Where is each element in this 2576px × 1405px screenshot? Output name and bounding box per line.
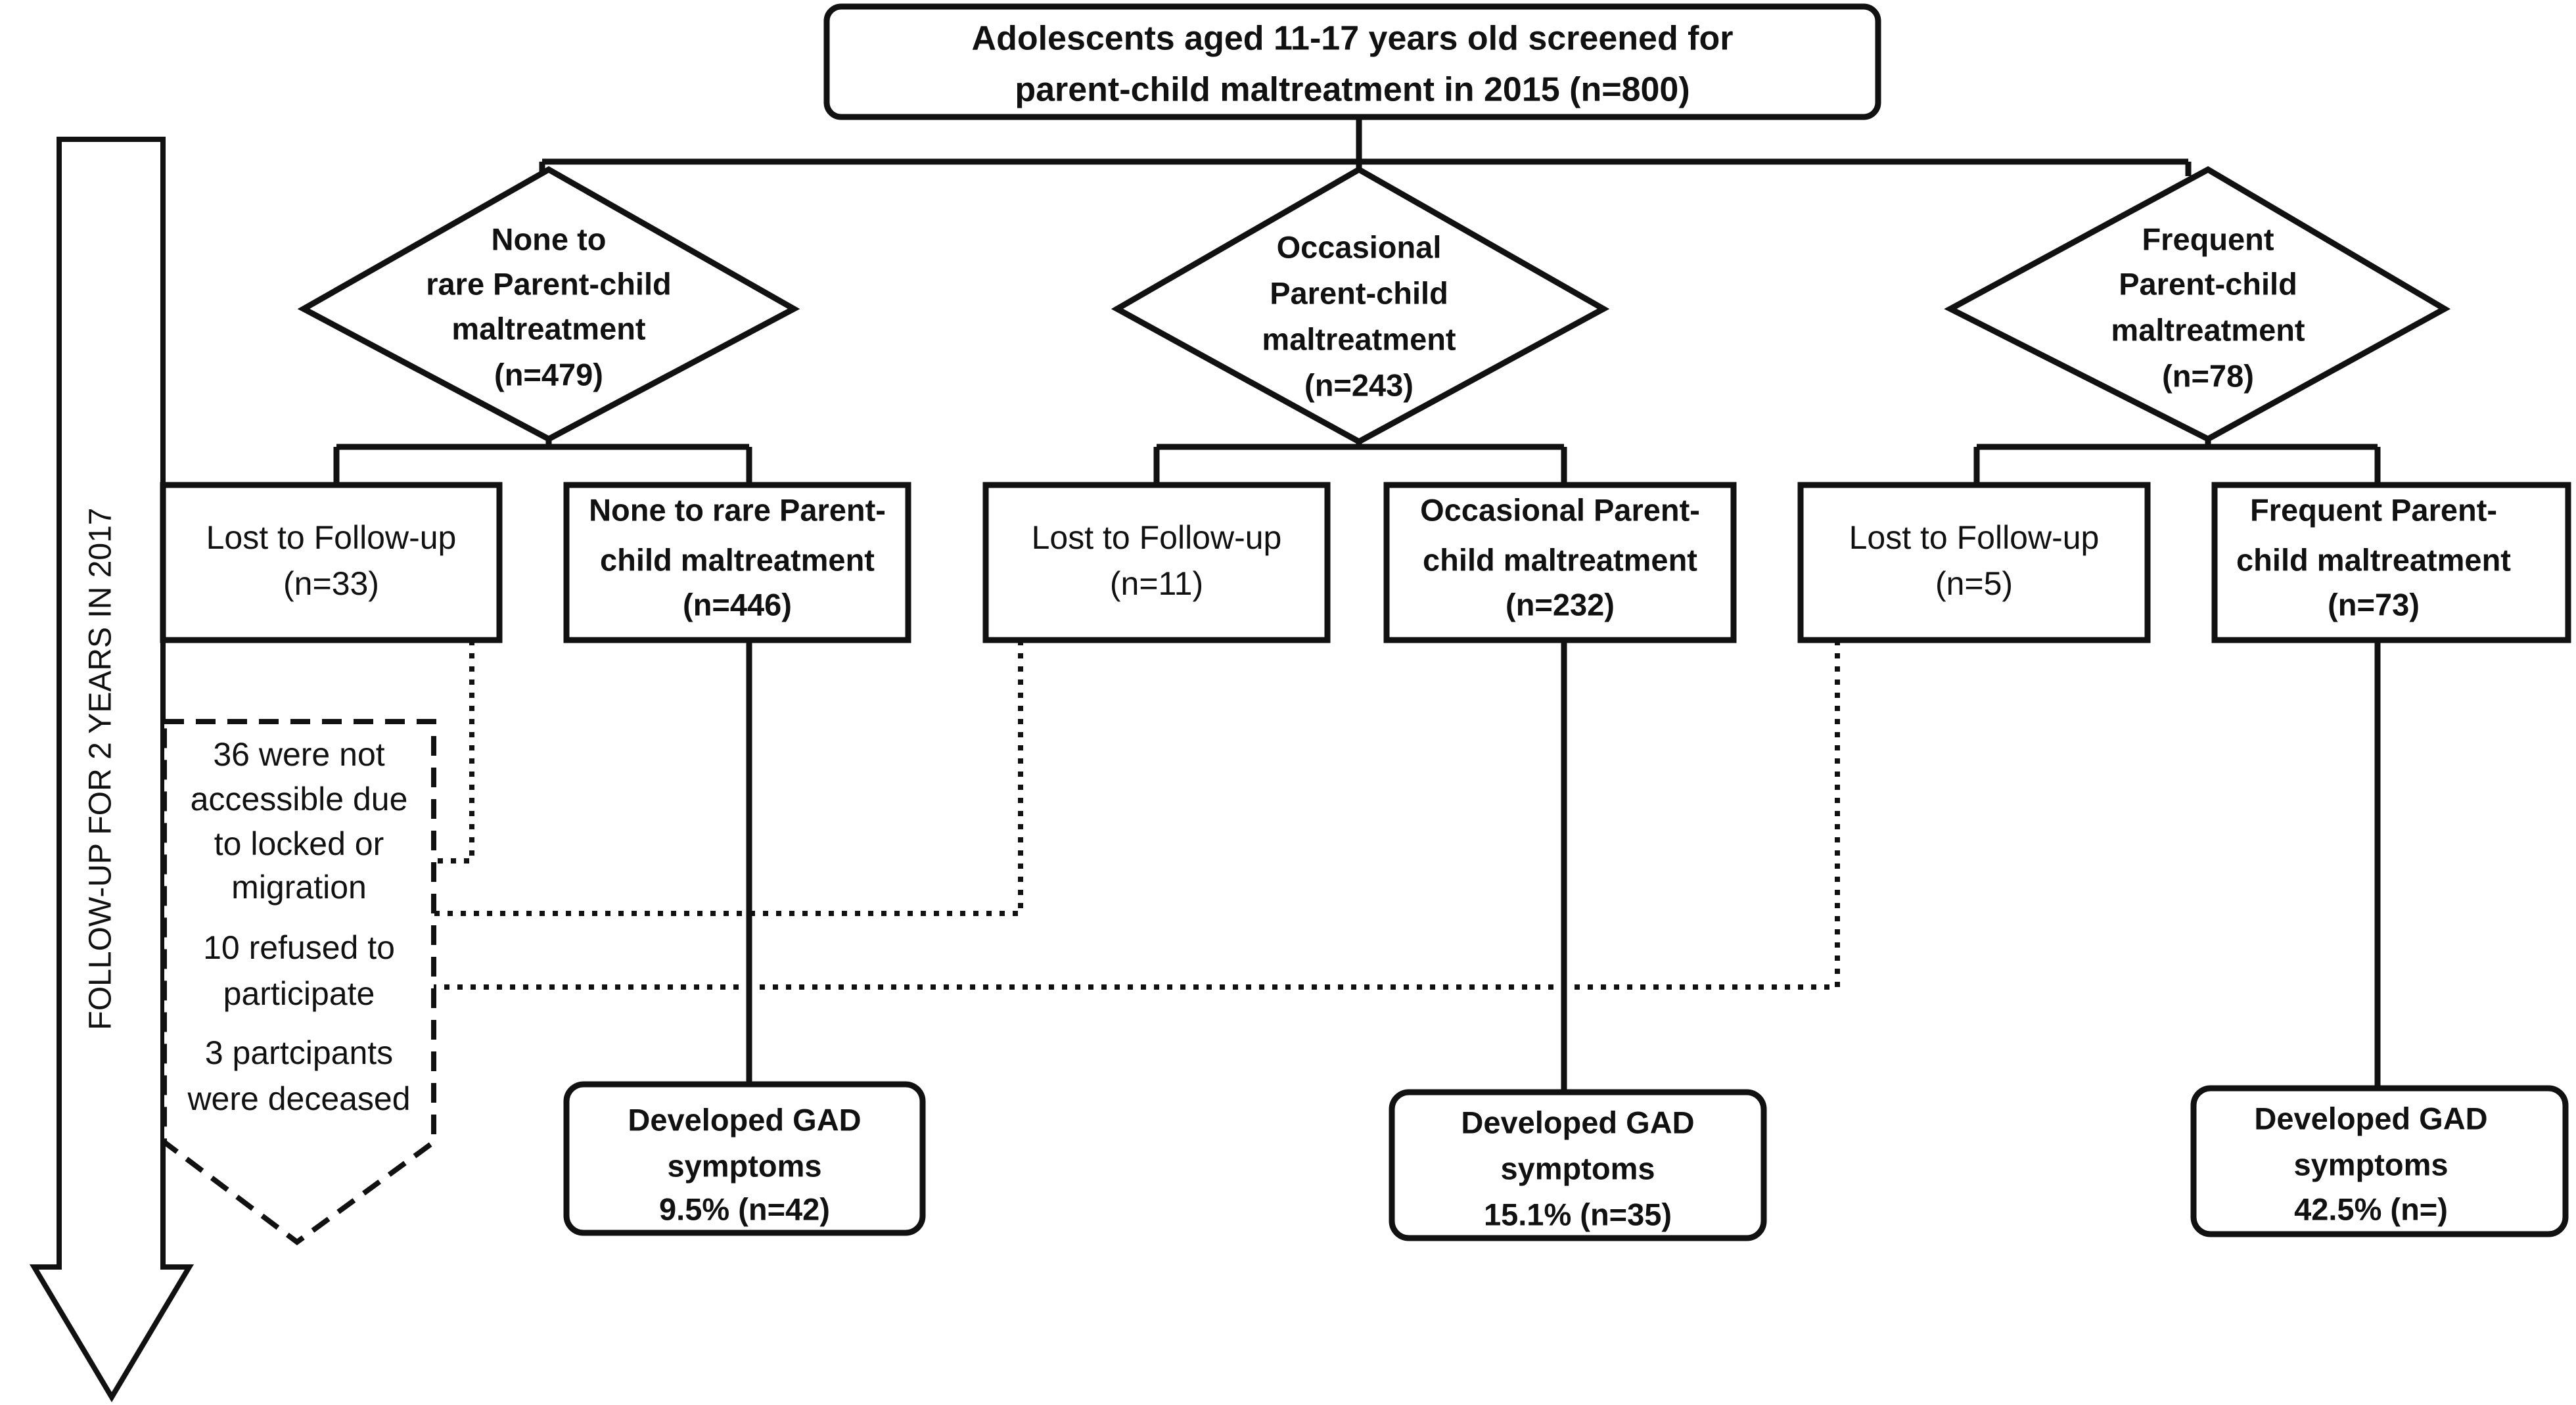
diamond-3-line-4: (n=78) bbox=[2162, 358, 2254, 393]
loss-reason-2: accessible due bbox=[191, 781, 408, 818]
outcome-2-line-2: symptoms bbox=[1500, 1151, 1655, 1186]
retained-3-line-1: Frequent Parent- bbox=[2250, 492, 2497, 527]
diamond-2-line-4: (n=243) bbox=[1304, 367, 1414, 402]
retained-box-2 bbox=[1383, 482, 1737, 643]
retained-1-line-1: None to rare Parent- bbox=[589, 492, 886, 527]
loss-reason-8: were deceased bbox=[187, 1080, 410, 1117]
root-line-1: Adolescents aged 11-17 years old screene… bbox=[972, 20, 1734, 58]
outcome-3-line-1: Developed GAD bbox=[2254, 1101, 2487, 1136]
retained-box-3 bbox=[2211, 482, 2571, 643]
lost-box-1 bbox=[160, 482, 503, 643]
diamond-3-line-1: Frequent bbox=[2142, 221, 2274, 256]
retained-2-line-1: Occasional Parent- bbox=[1420, 492, 1700, 527]
diamond-none-to-rare bbox=[297, 166, 800, 443]
diamond-1-line-4: (n=479) bbox=[494, 357, 603, 392]
loss-reason-1: 36 were not bbox=[213, 736, 384, 773]
lost-1-line-1: Lost to Follow-up bbox=[206, 519, 457, 556]
root-connectors bbox=[539, 117, 2192, 176]
outcome-1-line-1: Developed GAD bbox=[628, 1102, 861, 1137]
loss-reason-6: participate bbox=[223, 975, 375, 1012]
outcome-2-line-3: 15.1% (n=35) bbox=[1484, 1197, 1672, 1232]
diamond-3-line-2: Parent-child bbox=[2119, 266, 2297, 301]
loss-reason-7: 3 partcipants bbox=[205, 1034, 393, 1071]
outcome-3-line-3: 42.5% (n=) bbox=[2294, 1191, 2448, 1226]
lost-2-line-1: Lost to Follow-up bbox=[1032, 519, 1282, 556]
lost-3-line-1: Lost to Follow-up bbox=[1849, 519, 2100, 556]
diamond-2-line-1: Occasional bbox=[1277, 229, 1442, 264]
dotted-connectors bbox=[434, 640, 1840, 990]
retained-3-line-3: (n=73) bbox=[2328, 587, 2420, 622]
diamond-2-line-2: Parent-child bbox=[1270, 275, 1448, 310]
retained-box-1 bbox=[563, 482, 911, 643]
lost-1-line-2: (n=33) bbox=[283, 565, 379, 602]
loss-reasons-box bbox=[162, 719, 436, 1245]
group-occasional: Occasional Parent-child maltreatment (n=… bbox=[982, 166, 1767, 1241]
outcome-box-1 bbox=[563, 1081, 926, 1236]
outcome-box-2 bbox=[1389, 1089, 1767, 1241]
diamond-frequent bbox=[1944, 166, 2451, 443]
retained-1-line-2: child maltreatment bbox=[600, 542, 875, 577]
lost-3-line-2: (n=5) bbox=[1935, 565, 2013, 602]
retained-1-line-3: (n=446) bbox=[683, 587, 792, 622]
root-line-2: parent-child maltreatment in 2015 (n=800… bbox=[1015, 71, 1690, 109]
loss-reason-4: migration bbox=[231, 869, 367, 906]
retained-2-line-2: child maltreatment bbox=[1423, 542, 1697, 577]
outcome-3-line-2: symptoms bbox=[2293, 1147, 2448, 1182]
outcome-1-line-3: 9.5% (n=42) bbox=[659, 1191, 830, 1226]
loss-reason-3: to locked or bbox=[214, 825, 384, 862]
diamond-1-line-3: maltreatment bbox=[451, 311, 645, 346]
lost-2-line-2: (n=11) bbox=[1110, 565, 1203, 602]
outcome-2-line-1: Developed GAD bbox=[1461, 1105, 1694, 1140]
outcome-box-3 bbox=[2190, 1085, 2569, 1237]
root-box bbox=[823, 3, 1881, 120]
lost-box-3 bbox=[1797, 482, 2151, 643]
loss-reason-5: 10 refused to bbox=[203, 929, 395, 966]
diamond-1-line-1: None to bbox=[492, 221, 607, 256]
retained-2-line-3: (n=232) bbox=[1506, 587, 1615, 622]
group-none-to-rare: None to rare Parent-child maltreatment (… bbox=[160, 166, 926, 1236]
retained-3-line-2: child maltreatment bbox=[2236, 542, 2511, 577]
group-frequent: Frequent Parent-child maltreatment (n=78… bbox=[1797, 166, 2571, 1237]
follow-up-label: FOLLOW-UP FOR 2 YEARS IN 2017 bbox=[83, 508, 118, 1030]
diamond-1-line-2: rare Parent-child bbox=[426, 266, 672, 301]
outcome-1-line-2: symptoms bbox=[667, 1148, 821, 1183]
lost-box-2 bbox=[982, 482, 1331, 643]
diamond-2-line-3: maltreatment bbox=[1262, 321, 1456, 356]
diamond-3-line-3: maltreatment bbox=[2111, 312, 2305, 347]
